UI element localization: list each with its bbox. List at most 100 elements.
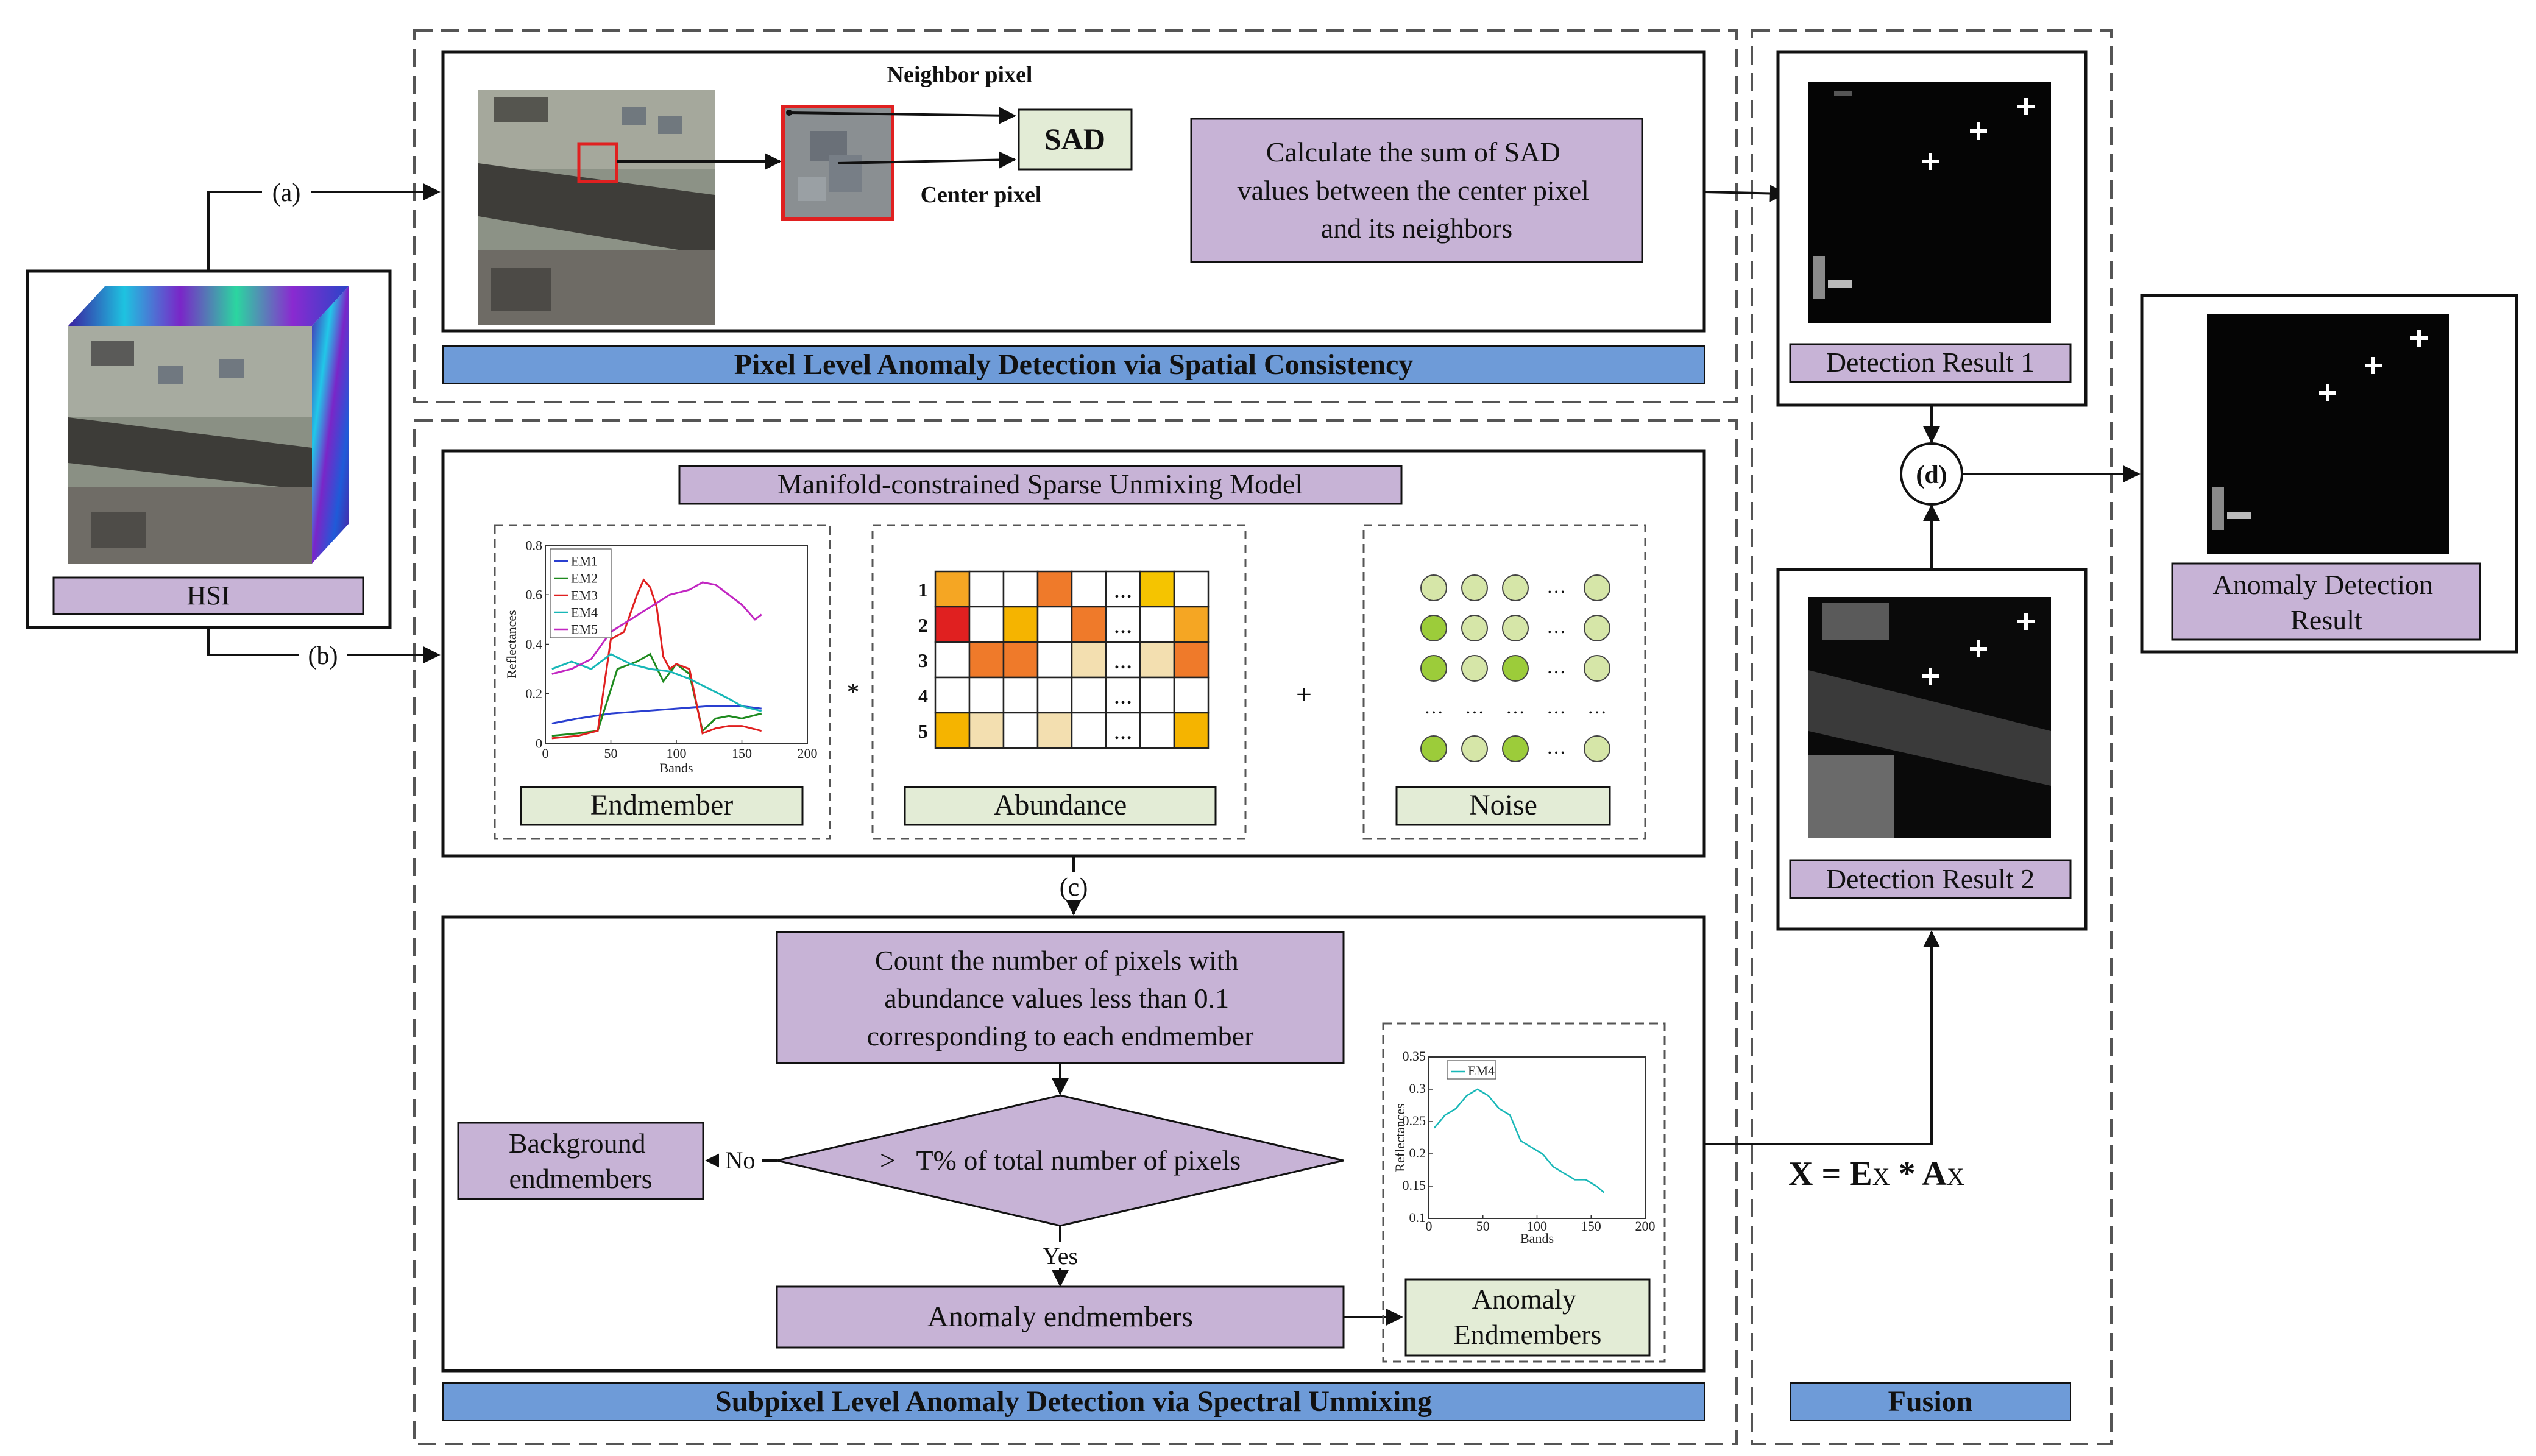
x-tick-label: 200	[798, 746, 818, 761]
abundance-cell	[968, 676, 1005, 714]
noise-dot	[1584, 655, 1610, 682]
abundance-cell	[1002, 712, 1039, 749]
series-line-em5	[551, 581, 762, 675]
abundance-cell	[1036, 570, 1073, 608]
abundance-cell	[1002, 570, 1039, 608]
final-label-box	[2171, 562, 2481, 641]
subpixel-banner-text: Subpixel Level Anomaly Detection via Spe…	[715, 1385, 1432, 1418]
arrow-d-label: (d)	[1916, 461, 1947, 489]
result-1-label: Detection Result 1	[1826, 347, 2035, 378]
unmixing-panel: Manifold-constrained Sparse Unmixing Mod…	[441, 449, 1706, 858]
endmember-label: Endmember	[590, 789, 734, 821]
abundance-cell	[1139, 676, 1175, 714]
y-axis-label: Reflectances	[504, 610, 519, 678]
y-axis-label: Reflectances	[1392, 1103, 1408, 1172]
noise-ellipsis: …	[1506, 696, 1525, 718]
plot-area	[1428, 1056, 1646, 1219]
x-tick-label: 200	[1635, 1218, 1656, 1234]
y-tick-label: 0.2	[1409, 1145, 1426, 1161]
anomaly-em-label-box	[1404, 1278, 1651, 1357]
legend-box	[1447, 1060, 1496, 1080]
fusion-banner	[1790, 1382, 2071, 1421]
decision-text: > T% of total number of pixels	[880, 1145, 1241, 1176]
x-tick-label: 150	[1581, 1218, 1601, 1234]
sad-box	[1018, 108, 1133, 171]
abundance-cell	[1071, 641, 1107, 679]
abundance-cell	[1139, 606, 1175, 643]
background-text: Background endmembers	[509, 1128, 653, 1194]
abundance-cell	[1105, 712, 1141, 749]
y-tick-label: 0.35	[1403, 1048, 1426, 1064]
arrow-a-label: (a)	[272, 179, 301, 207]
plus-sign: +	[1296, 679, 1312, 710]
times-sign: *	[847, 679, 860, 707]
anomaly-em-label: Anomaly Endmembers	[1454, 1284, 1602, 1350]
series-line-em4	[1433, 1088, 1605, 1193]
abundance-cell	[1071, 712, 1107, 749]
noise-dot	[1420, 615, 1447, 641]
hsi-label-box	[52, 576, 364, 615]
x-tick-label: 0	[1426, 1218, 1433, 1234]
abundance-cell	[1036, 606, 1073, 643]
noise-dot	[1502, 735, 1529, 762]
series-line-em3	[551, 578, 762, 740]
noise-ellipsis: …	[1546, 615, 1566, 637]
abundance-ellipsis: …	[1114, 582, 1132, 602]
noise-dot	[1420, 655, 1447, 682]
y-tick-label: 0.1	[1409, 1210, 1426, 1225]
hsi-label: HSI	[187, 581, 230, 610]
noise-dot	[1420, 574, 1447, 601]
calc-text: Calculate the sum of SAD values between …	[1238, 136, 1596, 244]
abundance-cell	[1036, 641, 1073, 679]
abundance-cell	[934, 570, 971, 608]
final-label: Anomaly Detection Result	[2212, 569, 2440, 635]
abundance-ellipsis: …	[1114, 723, 1132, 743]
legend-label: EM1	[571, 553, 598, 568]
abundance-cell	[934, 606, 971, 643]
abundance-cell	[968, 570, 1005, 608]
abundance-cell	[1071, 676, 1107, 714]
anomaly-endmembers-box	[776, 1285, 1345, 1349]
pixel-level-banner-text: Pixel Level Anomaly Detection via Spatia…	[734, 348, 1414, 381]
noise-dot	[1502, 574, 1529, 601]
legend-label: EM2	[571, 570, 598, 585]
x-axis-label: Bands	[660, 760, 693, 776]
abundance-cell	[968, 641, 1005, 679]
background-box	[457, 1122, 704, 1200]
hsi-cube-side	[312, 286, 349, 564]
noise-ellipsis: …	[1587, 696, 1607, 718]
abundance-label: Abundance	[994, 789, 1127, 821]
fusion-banner-text: Fusion	[1888, 1385, 1973, 1418]
noise-dot	[1584, 735, 1610, 762]
noise-ellipsis: …	[1546, 736, 1566, 758]
x-tick-label: 100	[1527, 1218, 1547, 1234]
noise-dot	[1584, 574, 1610, 601]
pixel-level-banner	[442, 345, 1705, 384]
y-tick-label: 0.2	[526, 686, 543, 701]
legend-label: EM5	[571, 621, 598, 637]
abundance-cell	[934, 641, 971, 679]
abundance-row-label: 1	[918, 579, 928, 601]
noise-ellipsis: …	[1546, 575, 1566, 597]
abundance-cell	[1139, 570, 1175, 608]
series-line-em1	[551, 705, 762, 724]
noise-dot	[1461, 735, 1488, 762]
subpixel-banner	[442, 1382, 1705, 1421]
abundance-cell	[1139, 641, 1175, 679]
abundance-cell	[1002, 606, 1039, 643]
noise-dot	[1461, 655, 1488, 682]
abundance-row-label: 2	[918, 614, 928, 636]
detection-result-1-panel: Detection Result 1	[1776, 50, 2088, 407]
arrow-c-label: (c)	[1060, 874, 1088, 902]
legend-label: EM4	[571, 604, 598, 620]
calc-box	[1190, 118, 1643, 263]
abundance-label-box	[904, 786, 1217, 826]
pixel-level-panel: Neighbor pixel Center pixel SAD Calculat…	[441, 50, 1706, 333]
noise-matrix: ………………………	[1420, 574, 1610, 762]
scene-image	[478, 90, 715, 325]
abundance-matrix: 1…2…3…4…5…	[918, 570, 1210, 749]
hsi-panel: HSI	[26, 269, 392, 629]
abundance-cell	[1173, 641, 1210, 679]
